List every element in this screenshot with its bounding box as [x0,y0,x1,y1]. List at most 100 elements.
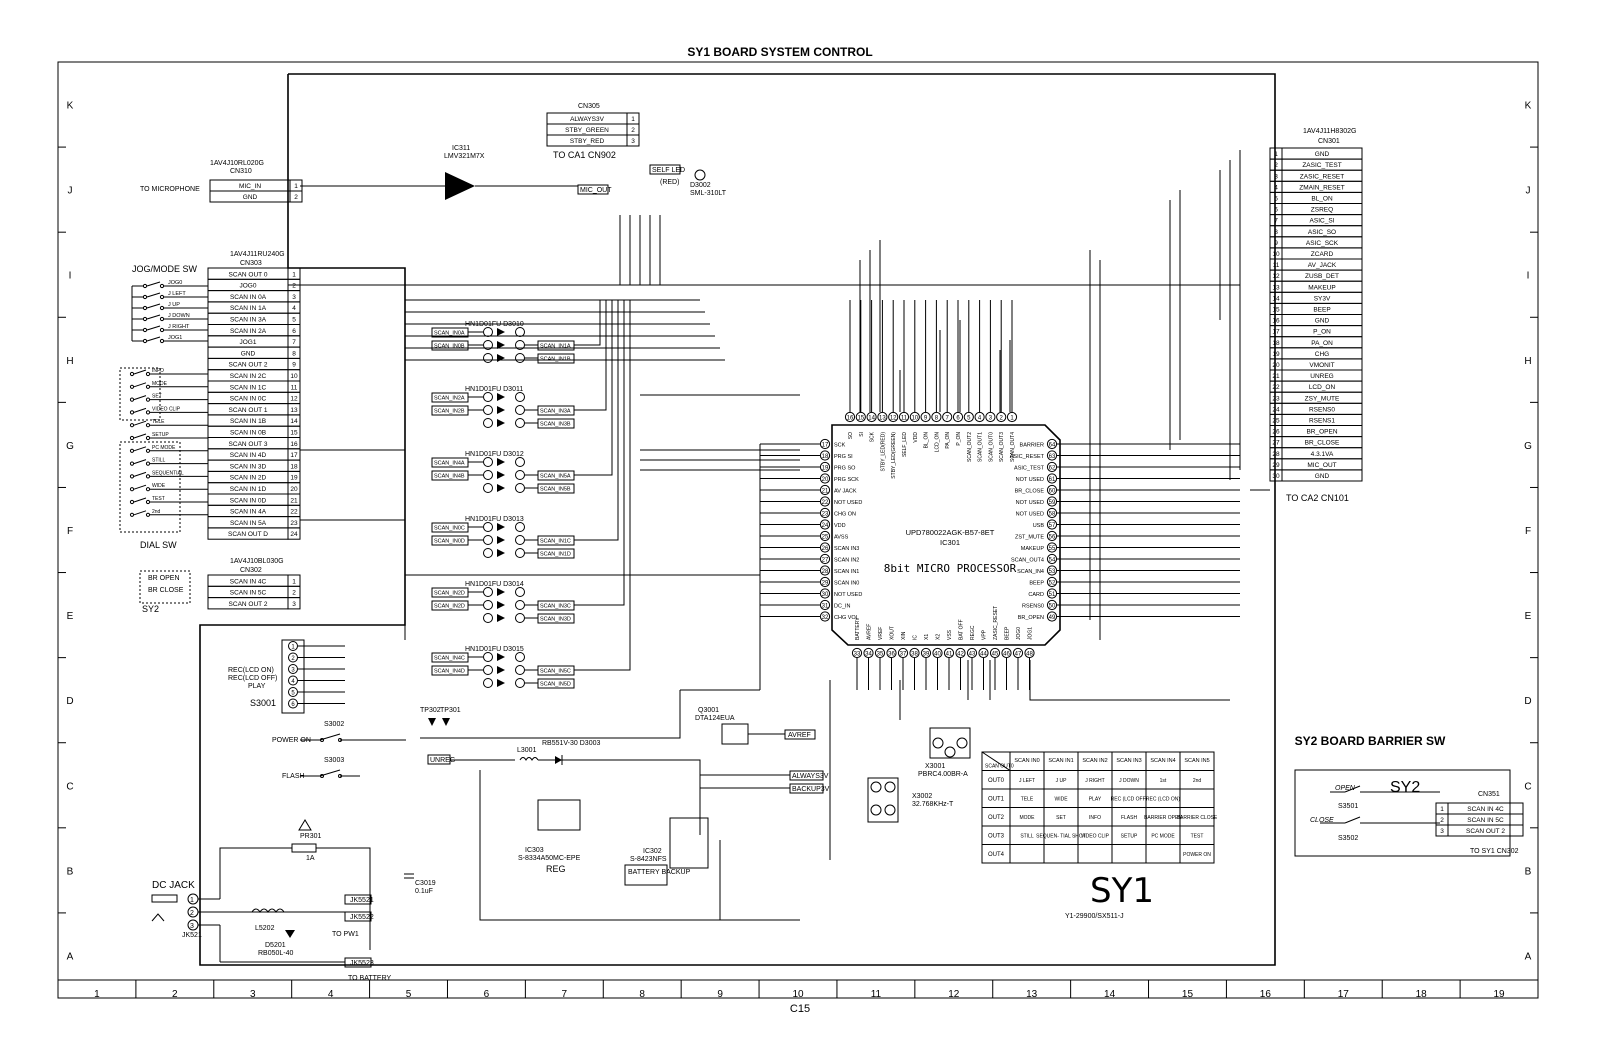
d5201-part: RB050L-40 [258,950,294,957]
s3003-label: FLASH [282,773,305,780]
scan-table-cell-2-1: SET [1056,815,1066,821]
cn303-pin-num-20: 20 [290,486,298,493]
column-marker-15: 15 [1182,989,1194,1000]
cn301-pin-num-10: 10 [1272,251,1280,258]
row-marker-right-K: K [1525,101,1532,112]
cn301-pin-name-11: AV_JACK [1308,262,1337,269]
ic301-pin-36 [886,647,897,659]
jog-switch-item-4: J RIGHT [168,324,190,330]
cn303-pin-num-24: 24 [290,531,298,538]
cn303-pin-name-12: SCAN IN 0C [230,396,267,403]
l3001-ref: L3001 [517,747,537,754]
ic301-pin-62 [1046,461,1058,473]
ic301-pin-label-16: SO [848,432,854,439]
q3001-part: DTA124EUA [695,715,735,722]
l5202-ref: L5202 [255,925,275,932]
cn303-pin-num-17: 17 [290,452,298,459]
scan-table-cell-3-4: PC MODE [1151,833,1175,839]
ic301-pin-56 [1046,530,1058,542]
ic301-pin-label-13: STBY_LED(RED) [880,432,886,472]
scan-table-cell-3-2: VIDEO CLIP [1081,833,1110,839]
ic301-pin-label-21: AV JACK [834,489,857,495]
jk521-ref: JK521 [182,932,202,939]
row-marker-left-G: G [66,441,74,452]
cn303-pin-name-18: SCAN IN 3D [230,463,267,470]
backup3v-tag: BACKUP3V [792,786,830,793]
ic301-pin-49 [1046,611,1058,622]
s3001-pin-1: 1 [291,645,295,651]
svg-text:1: 1 [190,897,194,904]
ic301-pin-59 [1046,496,1058,507]
cn301-pin-name-6: ZSREQ [1311,207,1333,214]
diode-out-c-1: SCAN_IN3A [540,409,571,415]
ic301-pin-label-29: SCAN IN0 [834,581,859,587]
cn301-pin-name-9: ASIC_SCK [1306,240,1339,247]
ic301-pin-num-8: 8 [935,416,939,422]
ic301-pin-num-25: 25 [822,535,829,541]
ic301-pin-label-22: NOT USED [834,500,862,506]
diode-out-d-1: SCAN_IN3B [540,422,571,428]
ic301-pin-num-41: 41 [946,652,953,658]
cn303-pin-name-15: SCAN IN 0B [230,430,266,437]
cn303-pin-name-22: SCAN IN 4A [230,509,267,516]
cn303-pin-num-1: 1 [292,271,296,278]
c3019-value: 0.1uF [415,888,433,895]
ic301-pin-num-63: 63 [1049,454,1056,460]
ic301-pin-num-43: 43 [969,652,976,658]
svg-text:JK5521: JK5521 [350,897,374,904]
ic301-pin-num-12: 12 [890,416,897,422]
ic301-top-pins: 16SO15SI14SCK13STBY_LED(RED)12STBY_LED(G… [844,300,1018,479]
column-marker-9: 9 [717,989,723,1000]
cn310-pin-num-2: 2 [294,194,298,201]
dc-jack-section: DC JACK JK521 123 PR301 1A L5202 D5201 R… [151,819,436,982]
ic301-pin-51 [1046,588,1058,599]
x3002-ref: X3002 [912,793,932,800]
column-marker-17: 17 [1338,989,1350,1000]
svg-text:JK5522: JK5522 [350,914,374,921]
ic301-pin-num-28: 28 [822,569,829,575]
ic301-pin-num-48: 48 [1026,652,1033,658]
diode-array-ref-5: HN1D01FU D3015 [465,646,524,653]
ic301-pin-21 [819,484,831,496]
oscillators: X3001 PBRC4.00BR-A X3002 32.768KHz-T [867,727,971,823]
to-pw1: TO PW1 [332,931,359,938]
cn301-pin-num-15: 15 [1272,307,1280,314]
ic301-pin-50 [1046,599,1058,611]
cn301-label: TO CA2 CN101 [1286,493,1349,503]
s3001-item-rec-lcd-off: REC(LCD OFF) [228,675,277,682]
cn301-pin-num-19: 19 [1272,351,1280,358]
cn302-pin-name-3: SCAN OUT 2 [229,601,268,608]
ic311-part: LMV321M7X [444,153,485,160]
diode-out-d-4: SCAN_IN3D [540,617,571,623]
scan-table-cell-1-2: PLAY [1089,796,1102,802]
cn305-pin-num-box-3 [626,134,640,147]
ic301-pin-num-57: 57 [1049,523,1056,529]
cn301-pin-num-27: 27 [1272,440,1280,447]
cn301-pin-num-26: 26 [1272,429,1280,436]
cn303-pin-name-20: SCAN IN 1D [230,486,267,493]
ic301-pin-label-46: BEEP [1005,626,1011,640]
ic301-pin-42 [955,647,966,659]
ic301-pin-9 [920,411,931,423]
cn301-pin-num-16: 16 [1272,318,1280,325]
ic301-pin-label-38: IC [913,635,919,640]
ic301-pin-label-15: SI [859,432,865,437]
ic301-pin-num-50: 50 [1049,604,1056,610]
x3001-ref: X3001 [925,763,945,770]
scan-table-cell-2-4: BARRIER OPEN [1144,815,1182,821]
cn303-pin-num-10: 10 [290,373,298,380]
cn303-pin-name-10: SCAN IN 2C [230,373,267,380]
diode-out-c-2: SCAN_IN5A [540,474,571,480]
ic301-pin-label-23: CHG ON [834,512,856,518]
ic301-pin-18 [819,450,831,461]
row-marker-left-J: J [68,186,73,197]
ic301-pin-15 [855,411,866,423]
ic301-pin-num-59: 59 [1049,500,1056,506]
ic301-pin-label-33: BATTERY [855,617,861,640]
s3002-label: POWER ON [272,737,311,744]
cn303-pin-name-16: SCAN OUT 3 [229,441,268,448]
d3003-ref: RB551V-30 D3003 [542,740,600,747]
diode-in-a-5: SCAN_IN4C [434,656,465,662]
ic301-pin-num-7: 7 [946,416,950,422]
